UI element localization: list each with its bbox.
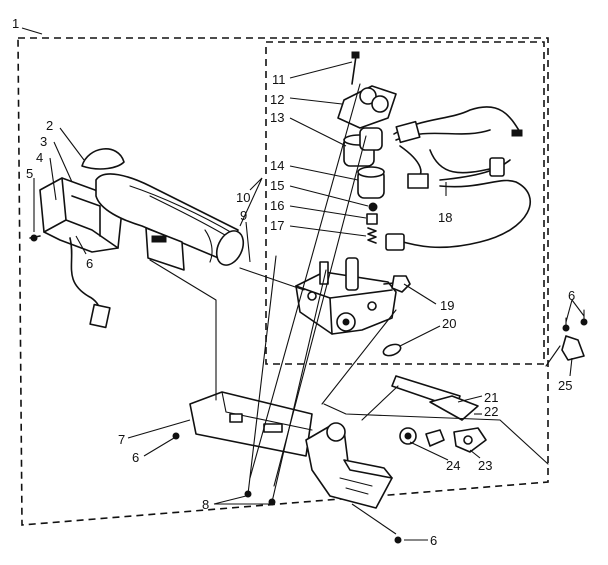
- label-6d: 6: [430, 533, 437, 548]
- clip-23: [425, 429, 445, 447]
- flame-spreader: [81, 148, 125, 170]
- label-16: 16: [270, 198, 284, 213]
- part-15: [368, 202, 378, 212]
- label-25: 25: [558, 378, 572, 393]
- sensor-22: [429, 395, 479, 421]
- guide-lines: [149, 83, 549, 487]
- screw-6-plate: [172, 432, 180, 440]
- igniter-plug: [89, 303, 111, 329]
- label-14: 14: [270, 158, 284, 173]
- fitting-19: [391, 275, 411, 293]
- label-7: 7: [118, 432, 125, 447]
- label-1: 1: [12, 16, 19, 31]
- label-4: 4: [36, 150, 43, 165]
- screw-6-bottom: [394, 536, 402, 544]
- label-6c: 6: [568, 288, 575, 303]
- harness-connector-low: [385, 233, 405, 251]
- label-21: 21: [484, 390, 498, 405]
- harness-connector-mid: [407, 173, 429, 189]
- harness-connector-right: [489, 157, 505, 177]
- label-3: 3: [40, 134, 47, 149]
- label-23: 23: [478, 458, 492, 473]
- label-9: 9: [240, 208, 247, 223]
- label-15: 15: [270, 178, 284, 193]
- assembly-boundary: [17, 37, 549, 526]
- label-13: 13: [270, 110, 284, 125]
- sensor-assembly: [391, 309, 588, 453]
- label-22: 22: [484, 404, 498, 419]
- label-6b: 6: [132, 450, 139, 465]
- label-2: 2: [46, 118, 53, 133]
- part-16: [366, 213, 378, 225]
- washer-20: [382, 343, 402, 357]
- label-19: 19: [440, 298, 454, 313]
- label-10: 10: [236, 190, 250, 205]
- clamp-25: [561, 335, 585, 361]
- valve-group-boundary: [265, 41, 545, 365]
- label-17: 17: [270, 218, 284, 233]
- label-24: 24: [446, 458, 460, 473]
- label-5: 5: [26, 166, 33, 181]
- callouts: 1 2 3 4 5 6 7 6 8 9 10 11 12 13 14 15 16: [12, 16, 585, 548]
- label-12: 12: [270, 92, 284, 107]
- label-8: 8: [202, 497, 209, 512]
- label-6a: 6: [86, 256, 93, 271]
- wire-harness: [385, 106, 531, 251]
- gas-valve-assembly: [295, 51, 411, 357]
- screw-11: [351, 55, 357, 85]
- burner-tube-assembly: [29, 148, 245, 329]
- base-bracket: [172, 255, 402, 544]
- spring-17: [367, 227, 377, 244]
- mounting-plate: [189, 391, 313, 457]
- label-18: 18: [438, 210, 452, 225]
- harness-connector-top: [395, 120, 421, 144]
- label-11: 11: [272, 72, 286, 87]
- label-20: 20: [442, 316, 456, 331]
